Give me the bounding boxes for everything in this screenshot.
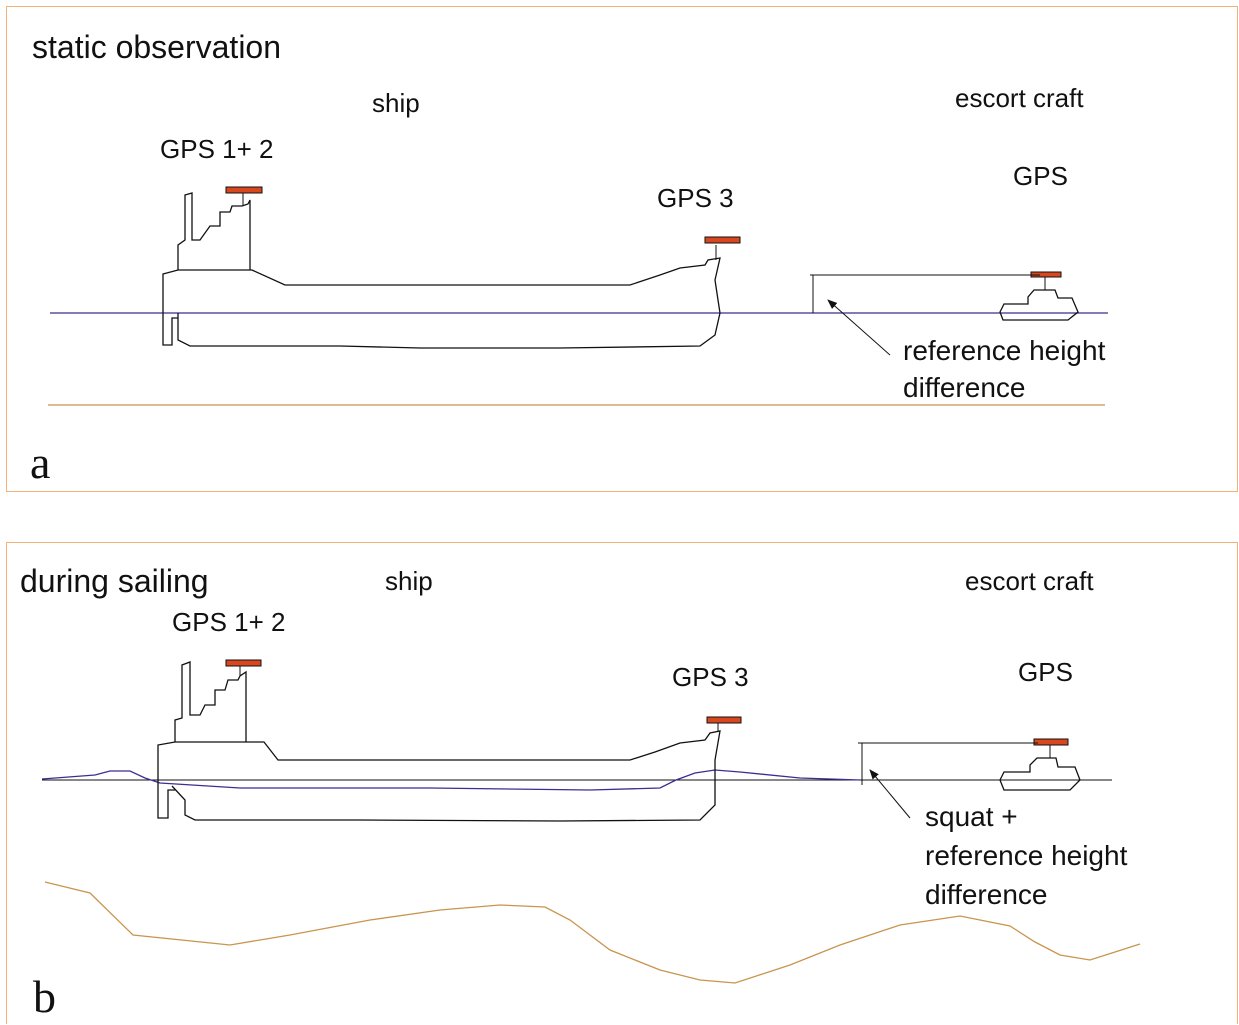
panel-a-annotation-arrow [827, 299, 891, 356]
panel-b-gps-label: GPS [1018, 657, 1073, 687]
panel-b-gps3-label: GPS 3 [672, 662, 749, 692]
panel-a-escort-label: escort craft [955, 83, 1084, 113]
panel-b-annotation-line3: difference [925, 879, 1047, 910]
panel-a-annotation-line2: difference [903, 372, 1025, 403]
panel-a-ship-label: ship [372, 88, 420, 118]
panel-b-ship [157, 661, 721, 822]
panel-b-annotation-line2: reference height [925, 840, 1128, 871]
panel-b-gps3-antenna [706, 716, 742, 724]
panel-static-observation [6, 6, 1238, 492]
panel-a-diagram: static observation ship escort craft GPS… [30, 29, 1108, 488]
panel-b-ship-label: ship [385, 566, 433, 596]
panel-b-gps12-label: GPS 1+ 2 [172, 607, 285, 637]
panel-b-letter: b [33, 971, 56, 1022]
panel-b-seabed [44, 881, 1141, 984]
panel-during-sailing [6, 542, 1238, 1024]
panel-b-wave-profile [41, 769, 861, 791]
panel-b-title: during sailing [20, 563, 209, 599]
panel-a-gps3-label: GPS 3 [657, 183, 734, 213]
panel-b-escort-label: escort craft [965, 566, 1094, 596]
panel-a-gps3-antenna [704, 236, 741, 244]
panel-a-title: static observation [32, 29, 281, 65]
panel-b-escort-craft [999, 738, 1081, 791]
panel-b-escort-antenna [1033, 738, 1069, 746]
panel-a-gps-label: GPS [1013, 161, 1068, 191]
panel-a-gps12-antenna [225, 186, 263, 194]
panel-b-gps12-antenna [225, 659, 262, 667]
panel-a-letter: a [30, 437, 50, 488]
panel-b-diagram: during sailing ship escort craft GPS 1+ … [20, 563, 1141, 1022]
panel-a-ship [162, 192, 721, 349]
panel-a-gps12-label: GPS 1+ 2 [160, 134, 273, 164]
panel-a-annotation-line1: reference height [903, 335, 1106, 366]
panel-b-annotation-line1: squat + [925, 801, 1018, 832]
panel-b-annotation-arrow [869, 769, 911, 819]
